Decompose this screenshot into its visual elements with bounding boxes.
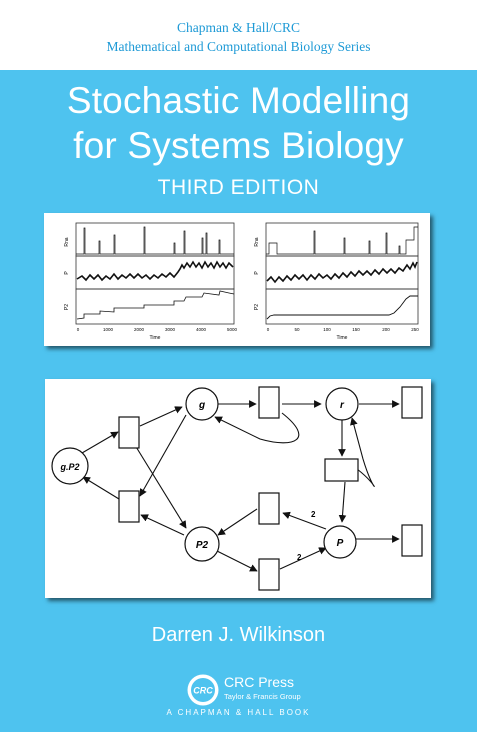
arc [282, 511, 327, 530]
simulation-plots-panel: Rna P P2 0 1000 2000 3000 4000 5000 Time [44, 213, 430, 346]
place-p2 [184, 526, 220, 562]
left-ylabel-p: P [64, 271, 70, 275]
left-ylabels: Rna P P2 [64, 237, 70, 310]
place-r-label: r [340, 400, 345, 411]
book-title-line-2: for Systems Biology [73, 125, 404, 166]
petri-net-panel: g r g.P2 P2 P 2 2 [45, 379, 431, 598]
right-ylabel-rna: Rna [254, 237, 260, 246]
right-xlabel: Time [337, 335, 348, 341]
right-xtick: 100 [323, 327, 331, 332]
transition [258, 386, 280, 419]
arc [217, 508, 258, 536]
left-xtick: 5000 [227, 327, 238, 332]
right-ylabels: Rna P P2 [254, 237, 260, 310]
publisher-name: CRC Press [224, 674, 295, 690]
arc [216, 550, 258, 572]
left-p2-trace [76, 290, 235, 320]
transition [118, 416, 140, 449]
place-p2-label: P2 [196, 540, 209, 551]
right-xtick: 50 [294, 327, 300, 332]
series-name: Chapman & Hall/CRC [177, 20, 300, 35]
left-plot-group: Rna P P2 0 1000 2000 3000 4000 5000 Time [64, 222, 238, 341]
right-p2-trace [266, 295, 418, 320]
left-p2-frame [75, 288, 235, 325]
left-xlabel: Time [150, 335, 161, 341]
right-plot-group: Rna P P2 0 50 100 150 200 250 Time [254, 222, 420, 341]
left-xtick: 4000 [196, 327, 207, 332]
left-xtick: 0 [77, 327, 80, 332]
arc [350, 417, 375, 488]
right-xtick: 0 [267, 327, 270, 332]
place-g-label: g [198, 400, 205, 411]
transition [258, 558, 280, 591]
arc-weight-label: 2 [311, 510, 316, 519]
arc-weight-label: 2 [297, 553, 302, 562]
left-ylabel-rna: Rna [64, 237, 70, 246]
edition-label: THIRD EDITION [157, 176, 320, 199]
transition [118, 490, 140, 523]
right-ylabel-p: P [254, 271, 260, 275]
left-xtick: 3000 [165, 327, 176, 332]
place-p [323, 525, 357, 559]
transition [401, 524, 423, 557]
right-p-trace [266, 261, 418, 284]
arc [139, 406, 183, 427]
left-ylabel-p2: P2 [64, 304, 70, 310]
place-gp2 [51, 447, 89, 485]
arc [140, 514, 185, 536]
arc [214, 412, 300, 444]
right-p2-frame [265, 288, 419, 325]
left-p-trace [76, 260, 234, 282]
petri-net-transitions [118, 386, 423, 591]
left-xtick: 2000 [134, 327, 145, 332]
left-p-frame [75, 255, 235, 290]
author-name: Darren J. Wilkinson [151, 624, 326, 646]
arc [139, 414, 187, 497]
right-xtick: 200 [382, 327, 390, 332]
petri-net-arcs [81, 400, 400, 572]
right-xticks: 0 50 100 150 200 250 [267, 327, 420, 332]
place-r [325, 387, 359, 421]
right-xtick: 150 [352, 327, 360, 332]
petri-net-places: g r g.P2 P2 P [51, 387, 359, 562]
crc-logo-icon: CRC [187, 674, 219, 706]
left-xtick: 1000 [103, 327, 114, 332]
transition [401, 386, 423, 419]
right-rna-frame [265, 222, 419, 257]
transition [258, 492, 280, 525]
petri-net-diagram: g r g.P2 P2 P 2 2 [51, 386, 423, 591]
publisher-group: Taylor & Francis Group [224, 692, 301, 701]
crc-logo-text: CRC [193, 686, 213, 696]
imprint-line: A CHAPMAN & HALL BOOK [166, 708, 311, 717]
arc [82, 476, 120, 500]
book-title-line-1: Stochastic Modelling [66, 80, 411, 121]
arc [129, 436, 187, 529]
place-gp2-label: g.P2 [59, 462, 79, 472]
place-p-label: P [337, 538, 344, 549]
arc [81, 431, 119, 454]
right-xtick: 250 [411, 327, 419, 332]
arc [338, 481, 347, 523]
right-rna-trace [266, 226, 418, 255]
series-banner [0, 0, 477, 70]
transition [324, 458, 359, 482]
arc [279, 547, 327, 570]
left-rna-trace [76, 226, 234, 255]
simulation-plots-figure: Rna P P2 0 1000 2000 3000 4000 5000 Time [64, 222, 420, 341]
series-subtitle: Mathematical and Computational Biology S… [106, 39, 371, 54]
left-xticks: 0 1000 2000 3000 4000 5000 [77, 327, 238, 332]
place-g [185, 387, 219, 421]
right-ylabel-p2: P2 [254, 304, 260, 310]
